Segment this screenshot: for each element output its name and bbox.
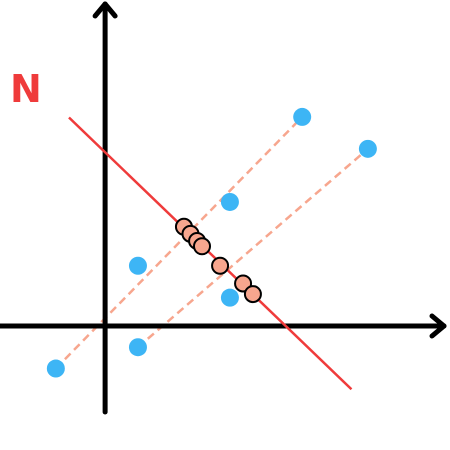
data-point [220,192,239,211]
projected-point [243,285,262,304]
projected-point [211,256,230,275]
data-point [128,256,147,275]
line-n [68,116,353,391]
data-points [46,107,377,378]
data-point [293,107,312,126]
data-point [358,139,377,158]
projected-points [174,217,262,304]
line-n-label: N [10,67,42,111]
y-axis-arrowhead [92,1,118,19]
x-axis-arrowhead [429,313,447,339]
connector-line [137,147,369,349]
connector-line [54,116,304,370]
axes [0,1,447,415]
data-point [46,359,65,378]
projected-point [193,237,212,256]
data-point [128,338,147,357]
data-point [220,288,239,307]
